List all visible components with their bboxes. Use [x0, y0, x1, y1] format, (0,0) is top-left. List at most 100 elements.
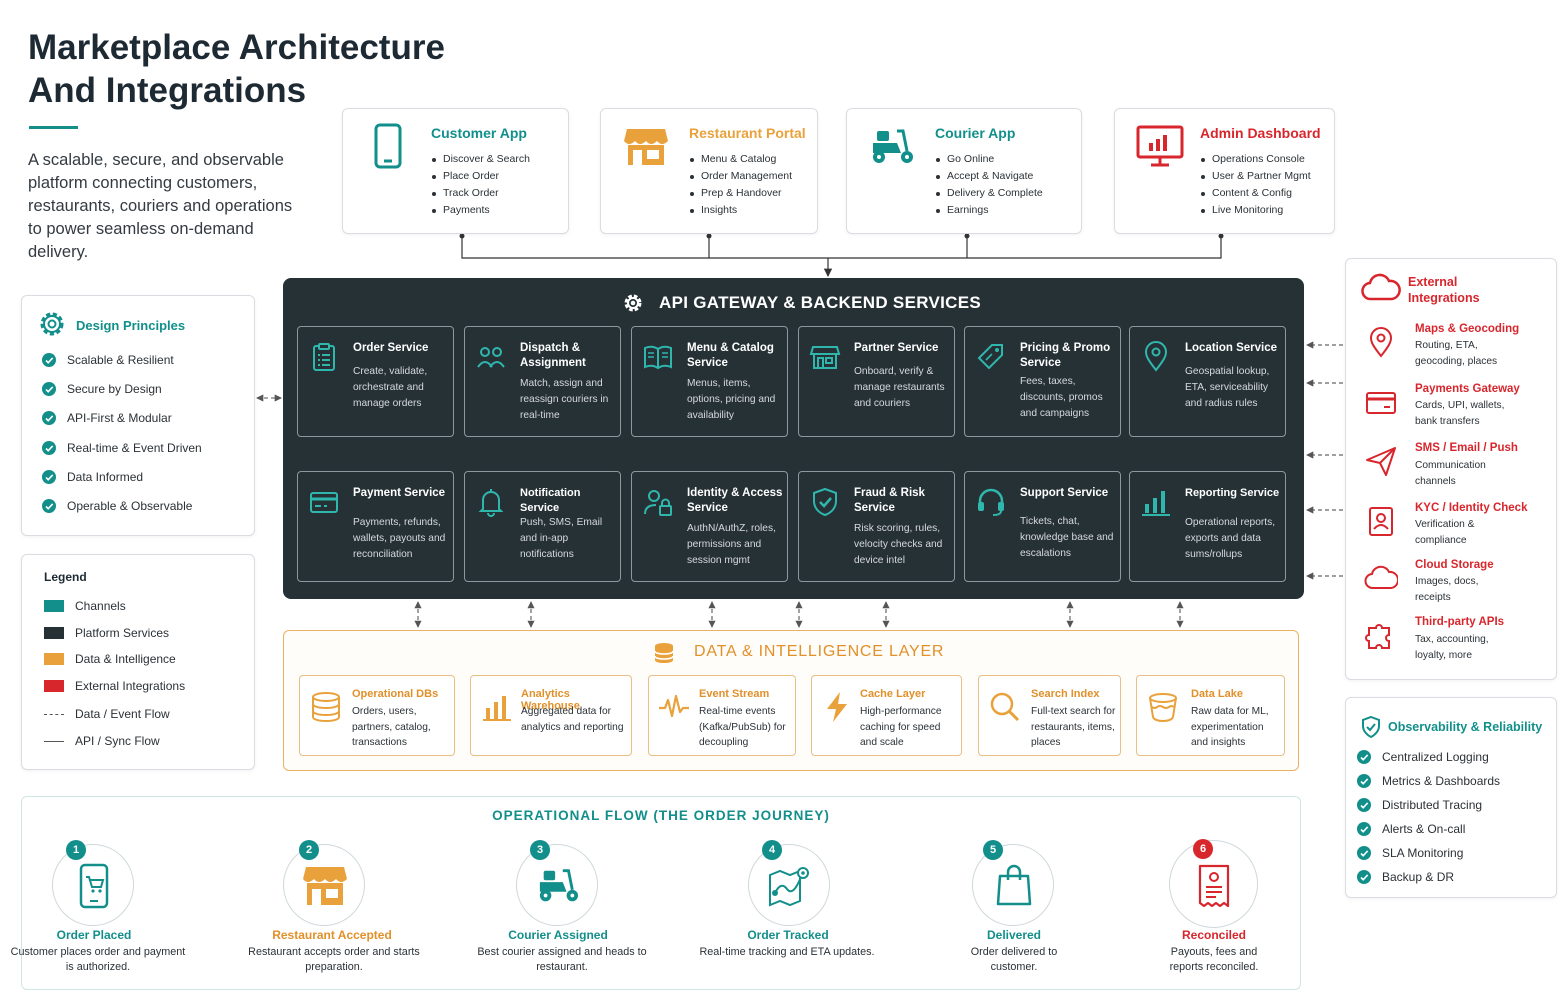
step-title: Reconciled [1181, 928, 1247, 942]
service-card-support[interactable]: Support Service Tickets, chat, knowledge… [964, 471, 1121, 582]
panel-title: Design Principles [76, 318, 186, 333]
service-description: Payments, refunds, wallets, payouts and … [353, 517, 446, 560]
legend-item: Data / Event Flow [44, 707, 170, 721]
channel-card-admin-dashboard[interactable]: Admin Dashboard Operations Console User … [1114, 108, 1335, 234]
observability-item: SLA Monitoring [1357, 846, 1463, 860]
legend-swatch [44, 653, 64, 665]
data-card-title: Event Stream [699, 688, 770, 700]
channel-feature: Track Order [431, 185, 530, 202]
step-title: Order Tracked [747, 928, 829, 942]
integration-title: SMS / Email / Push [1415, 442, 1518, 454]
channel-card-restaurant-portal[interactable]: Restaurant Portal Menu & Catalog Order M… [600, 108, 818, 234]
service-title: Dispatch & Assignment [520, 342, 586, 369]
observability-label: Centralized Logging [1382, 750, 1489, 764]
service-card-menu-catalog[interactable]: Menu & Catalog Service Menus, items, opt… [631, 326, 788, 437]
service-card-location[interactable]: Location Service Geospatial lookup, ETA,… [1129, 326, 1286, 437]
data-card-event-stream[interactable]: Event Stream Real-time events (Kafka/Pub… [648, 675, 796, 756]
service-description: Operational reports, exports and data su… [1185, 517, 1276, 560]
legend-swatch [44, 680, 64, 692]
monitor-chart-icon [1136, 125, 1184, 167]
service-card-fraud-risk[interactable]: Fraud & Risk Service Risk scoring, rules… [798, 471, 955, 582]
data-card-search-index[interactable]: Search Index Full-text search for restau… [978, 675, 1121, 756]
channel-feature-list: Operations Console User & Partner Mgmt C… [1200, 151, 1311, 219]
flow-step-4[interactable] [748, 844, 830, 926]
service-card-reporting[interactable]: Reporting Service Operational reports, e… [1129, 471, 1286, 582]
data-card-description: Aggregated data for analytics and report… [521, 706, 624, 733]
check-icon [42, 470, 56, 484]
database-icon [312, 692, 340, 723]
channel-feature: Prep & Handover [689, 185, 792, 202]
data-card-title: Data Lake [1191, 688, 1243, 700]
channel-feature: Discover & Search [431, 151, 530, 168]
service-card-order[interactable]: Order Service Create, validate, orchestr… [297, 326, 454, 437]
tag-icon [977, 344, 1003, 370]
book-icon [644, 345, 672, 370]
legend-swatch [44, 627, 64, 639]
data-card-description: Orders, users, partners, catalog, transa… [352, 706, 431, 748]
service-card-identity-access[interactable]: Identity & Access Service AuthN/AuthZ, r… [631, 471, 788, 582]
service-description: Geospatial lookup, ETA, serviceability a… [1185, 366, 1270, 409]
data-card-cache-layer[interactable]: Cache Layer High-performance caching for… [811, 675, 962, 756]
flow-step-6[interactable] [1169, 840, 1258, 928]
step-description: Customer places order and payment is aut… [10, 946, 186, 973]
check-icon [42, 411, 56, 425]
channel-card-customer-app[interactable]: Customer App Discover & Search Place Ord… [342, 108, 569, 234]
check-icon [1357, 822, 1371, 836]
channel-feature: Content & Config [1200, 185, 1311, 202]
service-card-pricing-promo[interactable]: Pricing & Promo Service Fees, taxes, dis… [964, 326, 1121, 437]
data-card-analytics-warehouse[interactable]: Analytics Warehouse Aggregated data for … [470, 675, 632, 756]
step-number: 1 [66, 840, 86, 860]
integration-title: Third-party APIs [1415, 616, 1505, 628]
service-card-payment[interactable]: Payment Service Payments, refunds, walle… [297, 471, 454, 582]
service-card-notification[interactable]: Notification Service Push, SMS, Email an… [464, 471, 621, 582]
step-number: 2 [299, 840, 319, 860]
receipt-icon [1198, 864, 1230, 908]
integration-description: Communication channels [1415, 460, 1486, 487]
legend-item: API / Sync Flow [44, 734, 160, 748]
observability-item: Backup & DR [1357, 870, 1454, 884]
id-badge-icon [1369, 507, 1393, 536]
data-layer-title: DATA & INTELLIGENCE LAYER [694, 643, 945, 660]
step-description: Real-time tracking and ETA updates. [699, 946, 875, 958]
channel-feature: Go Online [935, 151, 1043, 168]
gear-icon [40, 312, 64, 336]
observability-label: Distributed Tracing [1382, 798, 1483, 812]
observability-label: Backup & DR [1382, 870, 1455, 884]
flow-title: OPERATIONAL FLOW (THE ORDER JOURNEY) [492, 808, 830, 823]
step-description: Restaurant accepts order and starts prep… [248, 946, 420, 973]
service-title: Notification Service [520, 487, 581, 514]
service-description: Risk scoring, rules, velocity checks and… [854, 523, 943, 566]
principle-item: Secure by Design [42, 382, 162, 396]
service-title: Identity & Access Service [687, 487, 783, 514]
data-card-title: Operational DBs [352, 688, 439, 700]
service-title: Support Service [1020, 487, 1109, 499]
principle-label: Secure by Design [67, 382, 162, 396]
bell-icon [478, 489, 504, 517]
data-card-data-lake[interactable]: Data Lake Raw data for ML, experimentati… [1136, 675, 1285, 756]
service-card-partner[interactable]: Partner Service Onboard, verify & manage… [798, 326, 955, 437]
service-description: Tickets, chat, knowledge base and escala… [1020, 516, 1114, 559]
channel-card-courier-app[interactable]: Courier App Go Online Accept & Navigate … [846, 108, 1082, 234]
step-title: Delivered [986, 928, 1042, 942]
service-description: Push, SMS, Email and in-app notification… [520, 517, 603, 560]
people-icon [477, 347, 505, 368]
store-icon [809, 346, 841, 369]
observability-label: Metrics & Dashboards [1382, 774, 1501, 788]
user-lock-icon [644, 490, 672, 516]
service-title: Partner Service [854, 342, 939, 354]
integration-title: Cloud Storage [1415, 559, 1494, 571]
data-card-description: Full-text search for restaurants, items,… [1031, 706, 1116, 748]
integration-description: Cards, UPI, wallets, bank transfers [1415, 400, 1505, 427]
check-icon [1357, 798, 1371, 812]
scooter-icon [539, 869, 579, 902]
channel-feature-list: Go Online Accept & Navigate Delivery & C… [935, 151, 1043, 219]
step-number: 4 [762, 840, 782, 860]
data-card-operational-dbs[interactable]: Operational DBs Orders, users, partners,… [299, 675, 455, 756]
flow-step-2[interactable] [283, 844, 365, 926]
observability-item: Centralized Logging [1357, 750, 1489, 764]
channel-title: Admin Dashboard [1200, 125, 1321, 141]
flow-step-3[interactable] [516, 844, 598, 926]
channel-feature: Payments [431, 202, 530, 219]
service-card-dispatch[interactable]: Dispatch & Assignment Match, assign and … [464, 326, 621, 437]
flow-step-1[interactable] [52, 844, 134, 926]
